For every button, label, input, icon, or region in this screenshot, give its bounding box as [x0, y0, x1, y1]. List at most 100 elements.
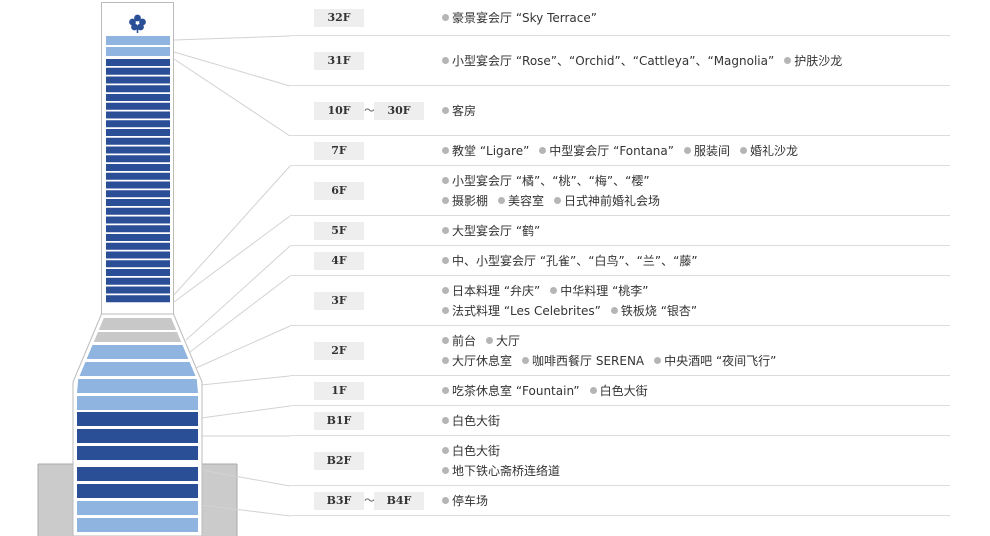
facility-list: 吃茶休息室 “Fountain” 白色大街	[442, 381, 658, 401]
facility-name: 小型宴会厅 “橘”、“桃”、“梅”、“樱”	[452, 173, 650, 188]
tower-floor	[106, 295, 170, 303]
tower-floor	[106, 190, 170, 198]
bullet-icon	[784, 56, 792, 64]
tower-floor	[106, 137, 170, 145]
facility-list: 中、小型宴会厅 “孔雀”、“白鸟”、“兰”、“藤”	[442, 251, 708, 271]
tower-floor	[106, 111, 170, 119]
tower-floor	[106, 269, 170, 276]
facility-name: 美容室	[508, 193, 545, 208]
facility-name: 白色大街	[452, 443, 501, 458]
floor-row: 6F 小型宴会厅 “橘”、“桃”、“梅”、“樱” 摄影棚 美容室 日式神前婚礼会场	[290, 166, 950, 216]
bullet-icon	[442, 176, 449, 184]
bullet-icon	[442, 256, 449, 264]
facility-name: 铁板烧 “银杏”	[620, 303, 698, 318]
facility-list: 停车场	[442, 491, 498, 511]
tower-floor	[106, 102, 170, 110]
floor-label: 31F	[314, 51, 364, 70]
facility-name: 小型宴会厅 “Rose”、“Orchid”、“Cattleya”、“Magnol…	[452, 53, 775, 68]
bullet-icon	[522, 356, 530, 364]
facility-line: 中、小型宴会厅 “孔雀”、“白鸟”、“兰”、“藤”	[442, 251, 708, 271]
bullet-icon	[486, 336, 494, 344]
facility-name: 中华料理 “桃李”	[560, 283, 649, 298]
range-separator: ～	[364, 493, 375, 507]
bullet-icon	[740, 146, 748, 154]
facility-name: 豪景宴会厅 “Sky Terrace”	[452, 10, 597, 25]
tower-floor	[106, 146, 170, 154]
tower-floor	[106, 242, 170, 250]
flower-emblem-icon	[137, 23, 144, 31]
tower-floor	[106, 286, 170, 294]
floor-label: B2F	[314, 451, 364, 470]
podium-floor	[77, 467, 198, 481]
podium-floor	[77, 501, 198, 515]
facility-item: 小型宴会厅 “橘”、“桃”、“梅”、“樱”	[442, 174, 650, 188]
bullet-icon	[442, 146, 449, 154]
podium-floor	[77, 484, 198, 498]
facility-list: 日本料理 “弁庆”中华料理 “桃李”法式料理 “Les Celebrites”铁…	[442, 281, 707, 321]
facility-item: 吃茶休息室 “Fountain”	[442, 384, 580, 398]
facility-name: 前台	[452, 333, 477, 348]
bullet-icon	[442, 356, 449, 364]
floor-label: 3F	[314, 291, 364, 310]
tower-floor	[106, 199, 170, 206]
facility-item: 美容室	[498, 194, 544, 208]
facility-item: 白色大街	[442, 414, 500, 428]
floor-label: 6F	[314, 181, 364, 200]
facility-item: 摄影棚	[442, 194, 488, 208]
facility-name: 停车场	[452, 493, 489, 508]
facility-line: 停车场	[442, 491, 498, 511]
podium-floor	[98, 318, 177, 330]
bullet-icon	[610, 306, 618, 314]
bullet-icon	[442, 226, 449, 234]
facility-item: 教堂 “Ligare”	[442, 144, 529, 158]
facility-line: 小型宴会厅 “Rose”、“Orchid”、“Cattleya”、“Magnol…	[442, 51, 852, 71]
building-diagram	[37, 2, 238, 536]
tower-floor	[106, 94, 170, 101]
floor-label-end: 30F	[374, 101, 424, 120]
facility-name: 中型宴会厅 “Fontana”	[549, 143, 674, 158]
facility-list: 教堂 “Ligare” 中型宴会厅 “Fontana” 服装间婚礼沙龙	[442, 141, 808, 161]
bullet-icon	[442, 306, 449, 314]
facility-item: 婚礼沙龙	[740, 144, 798, 158]
tower-floor	[106, 207, 170, 215]
facility-name: 大型宴会厅 “鹤”	[452, 223, 541, 238]
facility-item: 大型宴会厅 “鹤”	[442, 224, 540, 238]
bullet-icon	[550, 286, 558, 294]
tower-floor	[106, 172, 170, 180]
podium-floor	[77, 446, 198, 460]
floor-label: B3F	[314, 491, 364, 510]
floor-row: B1F 白色大街	[290, 406, 950, 436]
floor-row: B2F 白色大街地下铁心斋桥连络道	[290, 436, 950, 486]
bullet-icon	[498, 196, 506, 204]
tower-floor	[106, 129, 170, 136]
facility-name: 服装间	[694, 143, 731, 158]
floor-label: 1F	[314, 381, 364, 400]
floor-label: B1F	[314, 411, 364, 430]
facility-line: 白色大街	[442, 411, 510, 431]
bullet-icon	[442, 496, 449, 504]
bullet-icon	[539, 146, 547, 154]
facility-item: 豪景宴会厅 “Sky Terrace”	[442, 11, 597, 25]
podium-floor	[77, 396, 198, 410]
floor-row: 1F 吃茶休息室 “Fountain” 白色大街	[290, 376, 950, 406]
bullet-icon	[442, 196, 449, 204]
facility-name: 吃茶休息室 “Fountain”	[452, 383, 580, 398]
facility-name: 护肤沙龙	[794, 53, 843, 68]
facility-item: 中华料理 “桃李”	[550, 283, 649, 298]
facility-name: 教堂 “Ligare”	[452, 143, 530, 158]
facility-item: 服装间	[684, 144, 730, 158]
facility-list: 白色大街地下铁心斋桥连络道	[442, 441, 570, 481]
facility-item: 中型宴会厅 “Fontana”	[539, 144, 674, 158]
bullet-icon	[442, 13, 449, 21]
ground-right	[200, 464, 237, 536]
ground-left	[38, 464, 74, 536]
facility-name: 白色大街	[599, 383, 648, 398]
bullet-icon	[442, 336, 449, 344]
bullet-icon	[442, 386, 449, 394]
facility-name: 日式神前婚礼会场	[564, 193, 661, 208]
